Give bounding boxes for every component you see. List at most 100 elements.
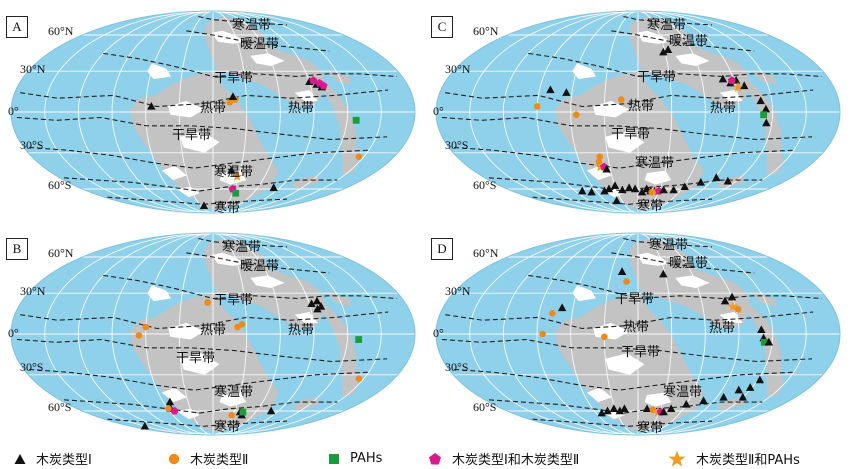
charcoal-type-2-marker <box>228 411 235 419</box>
charcoal-type-1-marker <box>669 185 678 194</box>
charcoal-type-1-marker <box>609 404 619 413</box>
charcoal-type-1-marker <box>642 404 652 413</box>
climate-zone-boundary <box>441 338 813 363</box>
charcoal-type-2-marker <box>734 305 742 313</box>
charcoal-type-2-and-pahs-marker <box>732 81 744 92</box>
zone-label-tropical-east: 热带 <box>288 101 315 116</box>
map-outline <box>435 10 841 214</box>
pahs-marker <box>760 111 768 119</box>
zone-label-frigid: 寒带 <box>637 199 664 214</box>
land-feature <box>719 312 743 323</box>
charcoal-type-1-marker <box>663 45 673 53</box>
zone-label-cold-temperate-north: 寒温带 <box>222 240 262 255</box>
land-feature <box>294 312 318 323</box>
charcoal-type-2-marker <box>226 99 234 106</box>
charcoal-type-1-marker <box>557 303 567 312</box>
landmass <box>555 16 752 211</box>
charcoal-type-2-marker <box>142 323 150 331</box>
charcoal-type-1-and-2-marker <box>727 76 736 84</box>
zone-label-warm-temperate: 暖温带 <box>240 259 280 274</box>
charcoal-type-1-marker <box>546 85 555 94</box>
land-feature <box>180 353 220 375</box>
legend: 木炭类型Ⅰ 木炭类型Ⅱ PAHs 木炭类型Ⅰ和木炭类型Ⅱ 木炭类型Ⅱ和PAHs <box>0 448 850 469</box>
charcoal-type-1-marker <box>764 337 774 346</box>
land-feature <box>719 90 743 101</box>
lat-label-30s: 30°S <box>20 138 44 152</box>
climate-zone-boundary <box>29 368 369 391</box>
orange-circle-marker-icon <box>168 453 180 464</box>
orange-star-marker-icon <box>668 450 686 467</box>
lat-label-30s: 30°S <box>20 360 44 374</box>
zone-label-arid-north: 干旱带 <box>615 292 655 307</box>
climate-zone-boundary <box>16 116 388 141</box>
charcoal-type-1-marker <box>587 187 596 196</box>
map-panel-d: D 60°N 30°N 0° 30°S 60°S 寒温带 暖温带 干旱带 热带 … <box>425 222 850 447</box>
zone-label-tropical-east: 热带 <box>710 101 737 116</box>
charcoal-type-1-marker <box>307 299 316 308</box>
lat-label-30n: 30°N <box>445 62 471 76</box>
lat-label-60s: 60°S <box>473 178 497 192</box>
charcoal-type-2-marker <box>549 310 556 317</box>
pahs-marker <box>760 338 768 346</box>
legend-label: 木炭类型Ⅱ <box>190 453 249 468</box>
landmass <box>747 303 784 398</box>
climate-zone-boundary <box>454 146 794 169</box>
zone-label-tropical-west: 热带 <box>200 323 227 338</box>
charcoal-type-1-marker <box>756 96 765 105</box>
zone-label-arid-north: 干旱带 <box>637 70 677 85</box>
map-outline <box>10 232 416 436</box>
lat-label-0: 0° <box>433 104 444 118</box>
lat-label-60s: 60°S <box>48 178 72 192</box>
charcoal-type-1-marker <box>630 184 640 193</box>
climate-zone-boundary <box>198 15 288 26</box>
pahs-marker <box>352 116 360 124</box>
panel-label-a: A <box>6 16 28 38</box>
charcoal-type-1-and-2-marker <box>309 76 318 84</box>
charcoal-type-1-marker <box>659 407 668 416</box>
legend-label: 木炭类型Ⅰ <box>36 453 92 468</box>
charcoal-type-1-marker <box>680 182 689 191</box>
landmass <box>324 290 352 307</box>
charcoal-type-1-marker <box>617 267 627 275</box>
climate-zone-boundary <box>441 116 813 141</box>
pahs-marker <box>232 189 240 197</box>
zone-label-frigid: 寒带 <box>214 420 241 435</box>
legend-item-charcoal-type-1: 木炭类型Ⅰ <box>14 448 92 469</box>
lat-label-60n: 60°N <box>473 24 499 38</box>
climate-zone-boundary <box>20 89 389 108</box>
charcoal-type-1-marker <box>755 375 765 384</box>
land-feature <box>168 100 204 118</box>
charcoal-type-1-marker <box>720 296 730 305</box>
landmass <box>322 303 359 398</box>
charcoal-type-1-marker <box>610 181 620 189</box>
charcoal-type-1-marker <box>738 392 748 401</box>
climate-zone-boundary <box>454 368 794 391</box>
landmass <box>322 81 359 176</box>
charcoal-type-2-marker <box>573 111 580 119</box>
map-panel-c: C 60°N 30°N 0° 30°S 60°S 寒温带 暖温带 干旱带 热带 … <box>425 0 850 225</box>
charcoal-type-2-marker <box>617 96 625 103</box>
pahs-marker <box>239 408 247 416</box>
landmass <box>749 290 777 307</box>
lat-label-0: 0° <box>433 326 444 340</box>
climate-zone-boundary <box>623 15 713 26</box>
zone-label-arid-south: 干旱带 <box>621 345 661 360</box>
charcoal-type-2-marker <box>596 153 604 161</box>
panel-label-b: B <box>6 238 28 260</box>
pahs-marker <box>355 336 363 343</box>
charcoal-type-1-marker <box>266 406 276 415</box>
climate-zone-boundary <box>445 311 814 330</box>
charcoal-type-1-marker <box>761 104 771 113</box>
climate-zone-boundary <box>198 237 288 248</box>
zone-label-warm-temperate: 暖温带 <box>669 256 709 271</box>
zone-label-cold-temperate-south: 寒温带 <box>214 385 254 400</box>
lat-label-0: 0° <box>8 104 19 118</box>
zone-label-cold-temperate-north: 寒温带 <box>649 238 689 253</box>
zone-label-warm-temperate: 暖温带 <box>240 37 280 52</box>
charcoal-type-1-marker <box>147 101 156 110</box>
map-outline <box>10 10 416 214</box>
charcoal-type-1-marker <box>637 187 647 196</box>
land-feature <box>675 53 710 66</box>
charcoal-type-2-marker <box>165 405 172 413</box>
zone-label-cold-temperate-south: 寒温带 <box>214 165 254 180</box>
